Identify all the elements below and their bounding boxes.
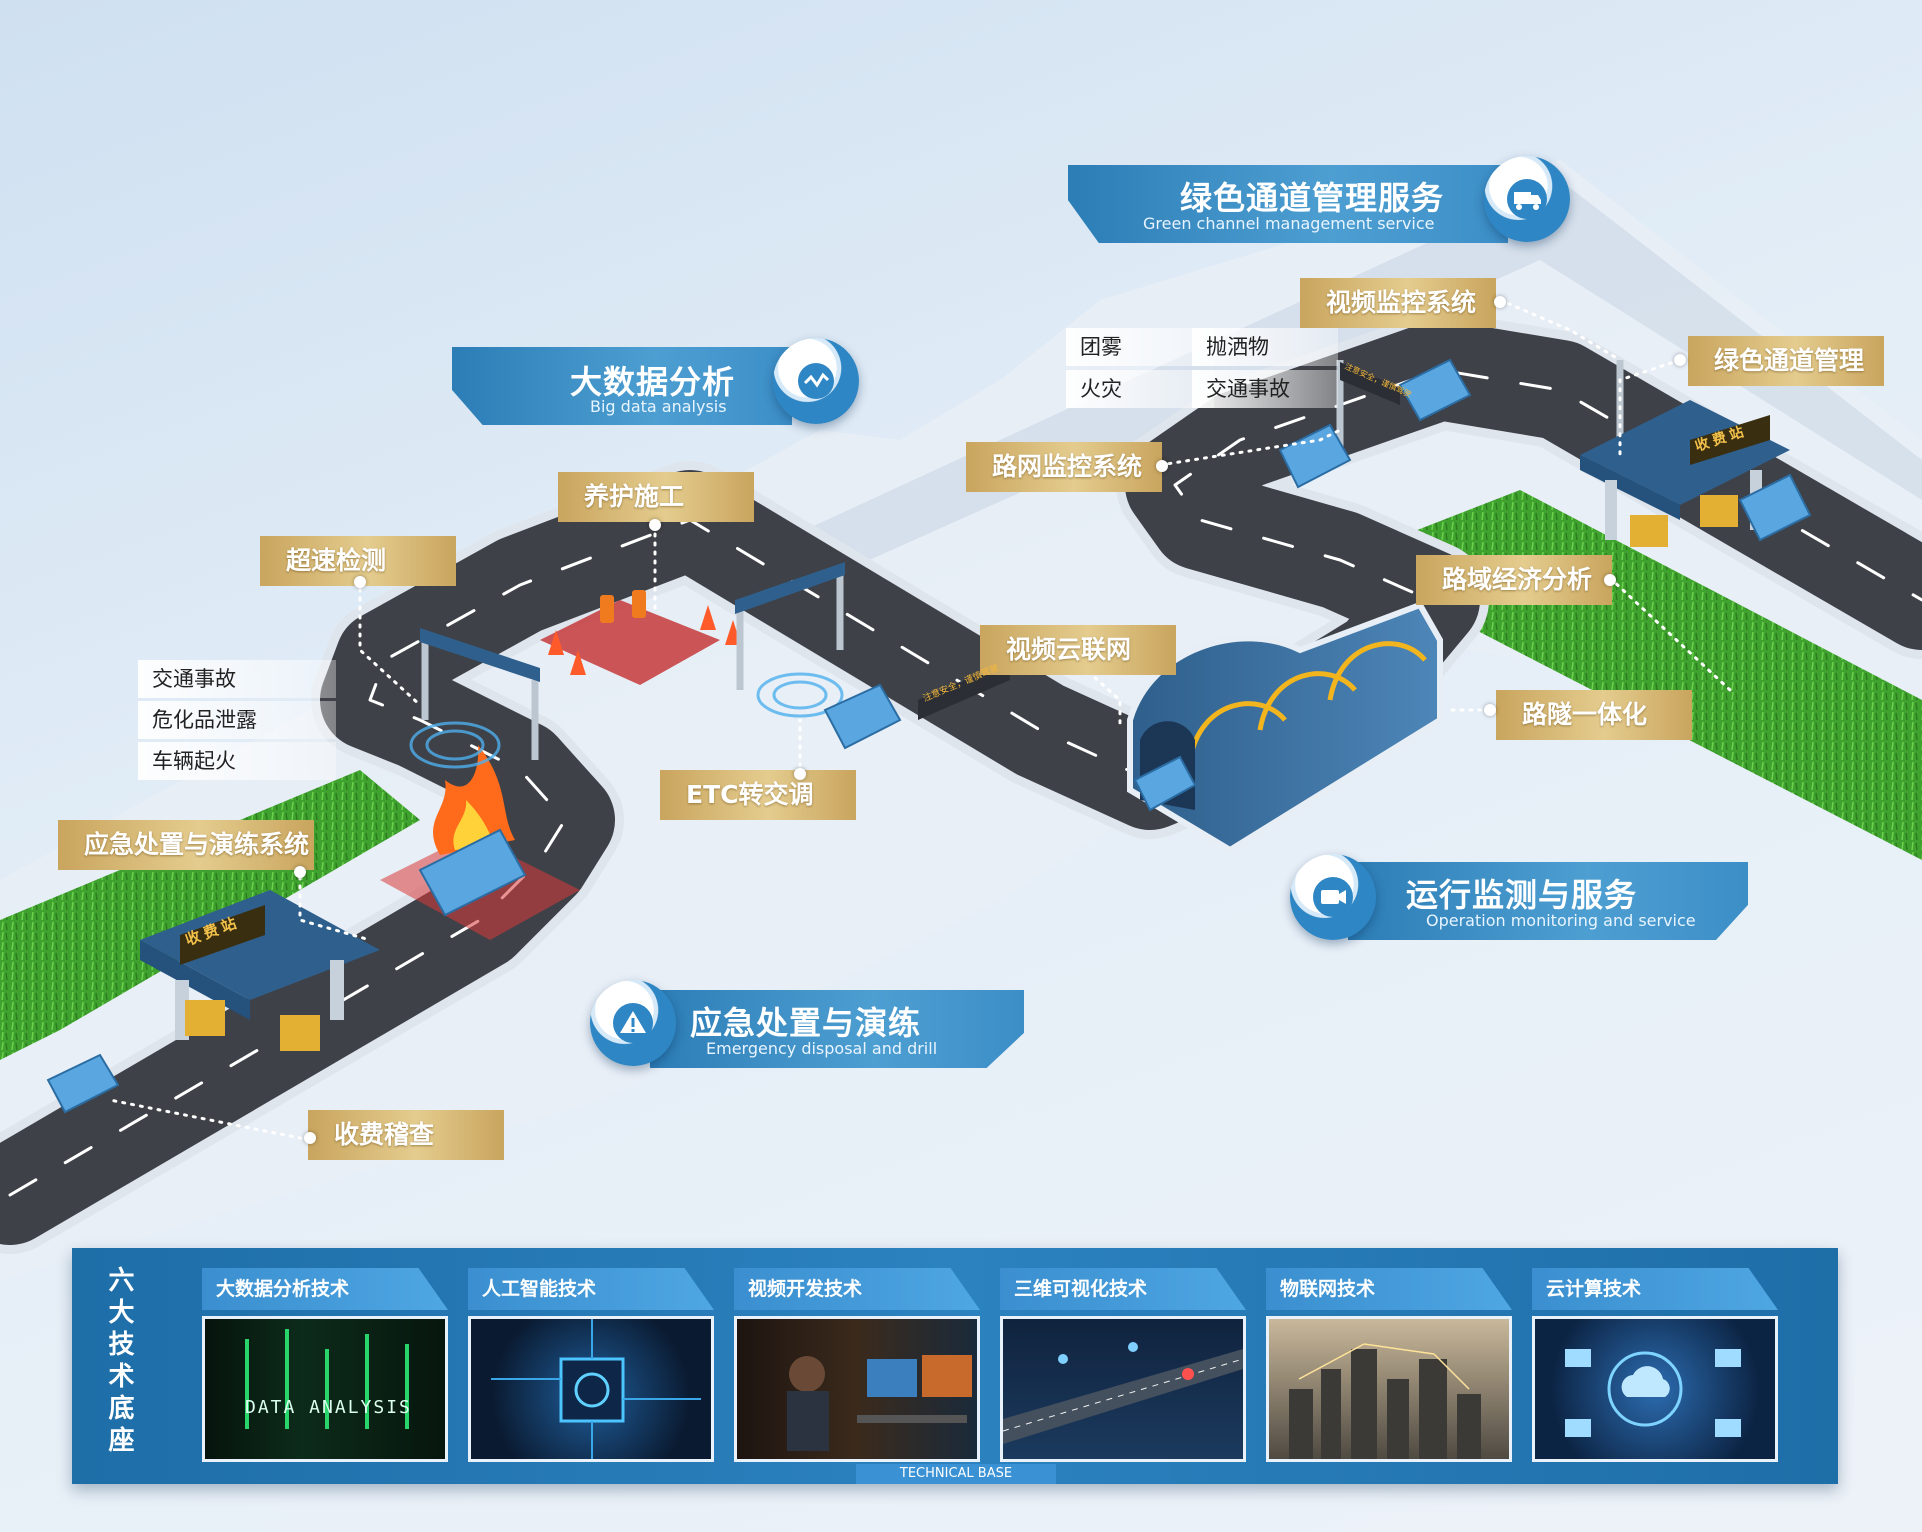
truck-icon xyxy=(1484,156,1570,242)
technical-base-title: 六大技术底座 xyxy=(104,1266,134,1458)
anchor-dot xyxy=(1674,354,1686,366)
video-dev-art xyxy=(787,1355,972,1451)
radar-rings xyxy=(409,672,844,769)
workers xyxy=(600,590,646,623)
anchor-dot xyxy=(294,866,306,878)
label-video-cloud: 视频云联网 xyxy=(980,625,1176,675)
camera-icon xyxy=(1290,854,1376,940)
tech-card-label: 物联网技术 xyxy=(1266,1268,1512,1310)
technical-base-panel: 六大技术底座 大数据分析技术 DATA ANALYSIS 人工智能技术 视频开发… xyxy=(72,1248,1838,1484)
anchor-dot xyxy=(1494,296,1506,308)
tech-card-video[interactable]: 视频开发技术 xyxy=(734,1268,980,1462)
label-etc: ETC转交调 xyxy=(660,770,856,820)
anchor-dot xyxy=(649,519,661,531)
tech-card-iot[interactable]: 物联网技术 xyxy=(1266,1268,1512,1462)
operation-badge xyxy=(1290,854,1376,940)
iot-city-art xyxy=(1289,1343,1481,1459)
warning-icon xyxy=(590,980,676,1066)
label-toll-check: 收费稽查 xyxy=(308,1110,504,1160)
banner-operation: 运行监测与服务 Operation monitoring and service xyxy=(1348,862,1748,940)
fire xyxy=(433,745,515,855)
banner-big-data-title: 大数据分析 xyxy=(570,363,736,401)
label-network-monitor: 路网监控系统 xyxy=(966,442,1162,492)
visualization-art xyxy=(1003,1342,1243,1444)
banner-green-channel: 绿色通道管理服务 Green channel management servic… xyxy=(1068,165,1508,243)
incident-tag-right: 团雾 xyxy=(1066,328,1214,366)
label-video-monitor: 视频监控系统 xyxy=(1300,278,1496,328)
ai-chip-art xyxy=(491,1319,701,1459)
incident-tag-left: 车辆起火 xyxy=(138,742,336,780)
tech-card-image: DATA ANALYSIS xyxy=(202,1316,448,1462)
toll-signs xyxy=(180,415,1770,965)
trucks xyxy=(46,358,1812,1114)
incident-tag-left: 交通事故 xyxy=(138,660,336,698)
tech-card-3d[interactable]: 三维可视化技术 xyxy=(1000,1268,1246,1462)
vms-boards xyxy=(918,362,1400,720)
green-channel-badge xyxy=(1484,156,1570,242)
tech-card-label: 三维可视化技术 xyxy=(1000,1268,1246,1310)
tech-card-image xyxy=(1532,1316,1778,1462)
banner-operation-title: 运行监测与服务 xyxy=(1406,876,1638,914)
backdrop-strip-2 xyxy=(740,180,1922,600)
tech-card-image xyxy=(1266,1316,1512,1462)
banner-big-data: 大数据分析 Big data analysis xyxy=(452,347,792,425)
incident-tag-right: 火灾 xyxy=(1066,370,1214,408)
tech-card-label: 视频开发技术 xyxy=(734,1268,980,1310)
tech-card-label: 大数据分析技术 xyxy=(202,1268,448,1310)
anchor-dot xyxy=(354,576,366,588)
cloud-art xyxy=(1565,1349,1741,1437)
gantry-beams xyxy=(420,562,845,682)
banner-big-data-subtitle: Big data analysis xyxy=(590,397,727,416)
incident-tag-left: 危化品泄露 xyxy=(138,701,336,739)
label-emergency-system: 应急处置与演练系统 xyxy=(58,820,314,870)
label-road-economy: 路域经济分析 xyxy=(1416,555,1612,605)
anchor-dot xyxy=(1484,704,1496,716)
technical-base-subtitle: TECHNICAL BASE xyxy=(856,1464,1056,1484)
label-tunnel: 路隧一体化 xyxy=(1496,690,1692,740)
label-maintenance: 养护施工 xyxy=(558,472,754,522)
tech-card-image xyxy=(1000,1316,1246,1462)
data-analysis-art xyxy=(245,1329,409,1429)
anchor-dot xyxy=(1156,460,1168,472)
maintenance-zone xyxy=(540,600,720,685)
tech-card-ai[interactable]: 人工智能技术 xyxy=(468,1268,714,1462)
tech-card-label: 云计算技术 xyxy=(1532,1268,1778,1310)
anchor-dot xyxy=(1604,574,1616,586)
tech-card-cloud[interactable]: 云计算技术 xyxy=(1532,1268,1778,1462)
banner-green-channel-title: 绿色通道管理服务 xyxy=(1180,179,1445,217)
anchor-dot xyxy=(304,1132,316,1144)
incident-tag-right: 交通事故 xyxy=(1192,370,1338,408)
banner-emergency: 应急处置与演练 Emergency disposal and drill xyxy=(650,990,1024,1068)
banner-green-channel-subtitle: Green channel management service xyxy=(1143,214,1435,233)
tech-card-image xyxy=(468,1316,714,1462)
chart-wave-icon xyxy=(773,338,859,424)
banner-emergency-title: 应急处置与演练 xyxy=(690,1004,922,1042)
anchor-dot xyxy=(794,768,806,780)
tech-card-big-data[interactable]: 大数据分析技术 DATA ANALYSIS xyxy=(202,1268,448,1462)
banner-emergency-subtitle: Emergency disposal and drill xyxy=(706,1039,938,1058)
tech-card-label: 人工智能技术 xyxy=(468,1268,714,1310)
data-analysis-overlay: DATA ANALYSIS xyxy=(245,1397,412,1418)
road xyxy=(0,311,1922,1254)
tech-card-image xyxy=(734,1316,980,1462)
emergency-badge xyxy=(590,980,676,1066)
toll-station-left xyxy=(140,890,380,1051)
label-green-manage: 绿色通道管理 xyxy=(1688,336,1884,386)
banner-operation-subtitle: Operation monitoring and service xyxy=(1426,911,1696,930)
big-data-badge xyxy=(773,338,859,424)
incident-tag-right: 抛洒物 xyxy=(1192,328,1338,366)
